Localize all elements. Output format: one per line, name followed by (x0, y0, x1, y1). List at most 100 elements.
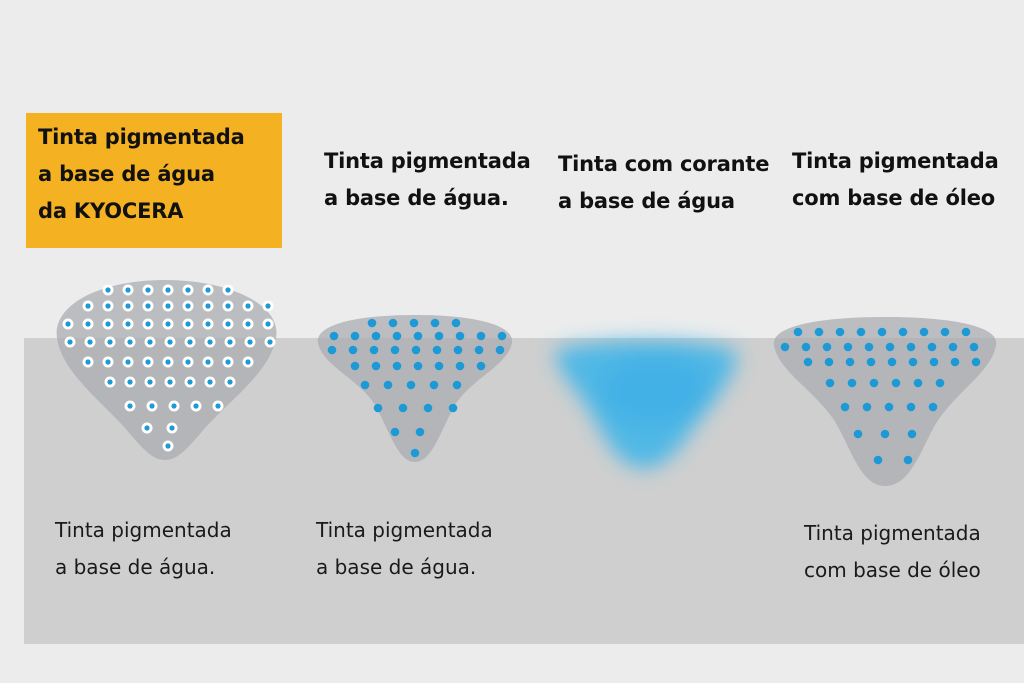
pigment-particle (453, 345, 463, 355)
pigment-particle-core (125, 287, 131, 293)
pigment-particle-core (171, 403, 177, 409)
pigment-particle (948, 342, 958, 352)
pigment-particle-core (165, 303, 171, 309)
title-pigment-water: Tinta pigmentada a base de água. (324, 143, 531, 217)
cone-pigment-oil (773, 317, 997, 486)
pigment-particle-core (107, 339, 113, 345)
title-line: a base de água. (324, 186, 509, 210)
pigment-particle (885, 342, 895, 352)
pigment-particle-core (225, 287, 231, 293)
pigment-particle-core (227, 379, 233, 385)
pigment-particle (390, 427, 400, 437)
pigment-particle (367, 318, 377, 328)
pigment-particle (906, 342, 916, 352)
pigment-particle (434, 361, 444, 371)
title-line: Tinta com corante (558, 152, 770, 176)
pigment-particle (409, 318, 419, 328)
pigment-particle-core (87, 339, 93, 345)
pigment-particle (413, 331, 423, 341)
pigment-particle (907, 429, 917, 439)
pigment-particle (413, 361, 423, 371)
caption-line: Tinta pigmentada (804, 521, 981, 545)
pigment-particle (451, 318, 461, 328)
kyocera-highlight-box (26, 113, 282, 248)
pigment-particle-core (169, 425, 175, 431)
pigment-particle-core (149, 403, 155, 409)
caption-kyocera: Tinta pigmentada a base de água. (55, 512, 232, 586)
pigment-particle (880, 429, 890, 439)
pigment-particle-core (205, 303, 211, 309)
pigment-particle (950, 357, 960, 367)
pigment-particle (903, 455, 913, 465)
pigment-particle (873, 455, 883, 465)
pigment-particle (866, 357, 876, 367)
pigment-particle (869, 378, 879, 388)
pigment-particle (824, 357, 834, 367)
cone-pigment-water (317, 315, 513, 462)
pigment-particle-core (125, 359, 131, 365)
pigment-particle-core (105, 287, 111, 293)
pigment-particle-core (207, 379, 213, 385)
title-line: Tinta pigmentada (324, 149, 531, 173)
pigment-particle (371, 361, 381, 371)
pigment-particle-core (193, 403, 199, 409)
pigment-particle-core (147, 339, 153, 345)
pigment-particle-core (105, 321, 111, 327)
pigment-particle (430, 318, 440, 328)
pigment-particle (423, 403, 433, 413)
pigment-particle (329, 331, 339, 341)
pigment-particle-core (247, 339, 253, 345)
pigment-particle-core (267, 339, 273, 345)
pigment-particle (856, 327, 866, 337)
pigment-particle-core (245, 359, 251, 365)
pigment-particle (929, 357, 939, 367)
pigment-particle-core (65, 321, 71, 327)
pigment-particle-core (185, 359, 191, 365)
pigment-particle-core (167, 339, 173, 345)
caption-line: a base de água. (55, 555, 216, 579)
pigment-particle-core (147, 379, 153, 385)
title-dye-water: Tinta com corante a base de água (558, 146, 769, 220)
pigment-particle (835, 327, 845, 337)
pigment-particle (825, 378, 835, 388)
pigment-particle-core (165, 443, 171, 449)
pigment-particle (935, 378, 945, 388)
pigment-particle (919, 327, 929, 337)
pigment-particle (940, 327, 950, 337)
pigment-particle-core (165, 287, 171, 293)
pigment-particle (969, 342, 979, 352)
pigment-particle-core (67, 339, 73, 345)
dots-pigment-oil (780, 327, 981, 465)
pigment-particle (474, 345, 484, 355)
caption-line: a base de água. (316, 555, 477, 579)
pigment-particle (411, 345, 421, 355)
pigment-particle-core (165, 359, 171, 365)
pigment-particle-core (145, 359, 151, 365)
pigment-particle (398, 403, 408, 413)
pigment-particle (432, 345, 442, 355)
pigment-particle (392, 361, 402, 371)
pigment-particle (476, 331, 486, 341)
pigment-particle (891, 378, 901, 388)
dots-kyocera (62, 284, 276, 452)
pigment-particle (843, 342, 853, 352)
pigment-particle (448, 403, 458, 413)
caption-line: com base de óleo (804, 558, 981, 582)
title-line: a base de água (38, 162, 215, 186)
pigment-particle (927, 342, 937, 352)
pigment-particle (877, 327, 887, 337)
pigment-particle (406, 380, 416, 390)
pigment-particle-core (107, 379, 113, 385)
pigment-particle-core (105, 303, 111, 309)
caption-pigment-water: Tinta pigmentada a base de água. (316, 512, 493, 586)
pigment-particle (390, 345, 400, 355)
pigment-particle (898, 327, 908, 337)
title-line: com base de óleo (792, 186, 996, 210)
pigment-particle (814, 327, 824, 337)
pigment-particle (429, 380, 439, 390)
pigment-particle-core (145, 303, 151, 309)
pigment-particle (476, 361, 486, 371)
pigment-particle (497, 331, 507, 341)
pigment-particle-core (215, 403, 221, 409)
